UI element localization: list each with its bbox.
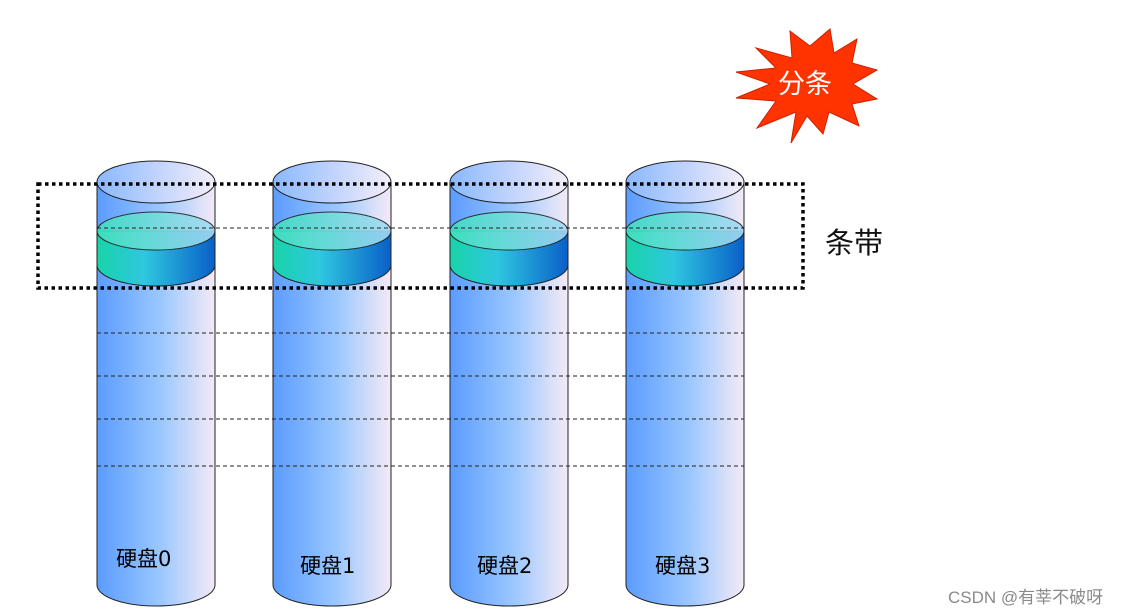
disk-2-top xyxy=(449,160,569,204)
disk-2: 硬盘2 xyxy=(449,160,569,607)
disk-3-stripe-segment xyxy=(625,211,745,287)
disk-3-top xyxy=(625,160,745,204)
burst-shape xyxy=(735,28,879,144)
disk-0-label: 硬盘0 xyxy=(116,547,171,571)
disk-0-stripe-segment xyxy=(96,211,216,287)
stripe-guide-lines xyxy=(97,227,744,467)
burst-badge: 分条 xyxy=(735,28,879,144)
disk-2-label: 硬盘2 xyxy=(477,554,532,578)
disk-3: 硬盘3 xyxy=(625,160,745,607)
disk-3-label: 硬盘3 xyxy=(655,554,710,578)
disk-1-label: 硬盘1 xyxy=(300,554,355,578)
disk-1-top xyxy=(272,160,392,204)
stripe-label: 条带 xyxy=(825,226,883,260)
watermark: CSDN @有莘不破呀 xyxy=(948,588,1103,607)
disk-0-top xyxy=(96,160,216,204)
disk-1-stripe-segment xyxy=(272,211,392,287)
burst-label: 分条 xyxy=(778,69,832,100)
disk-2-stripe-segment xyxy=(449,211,569,287)
